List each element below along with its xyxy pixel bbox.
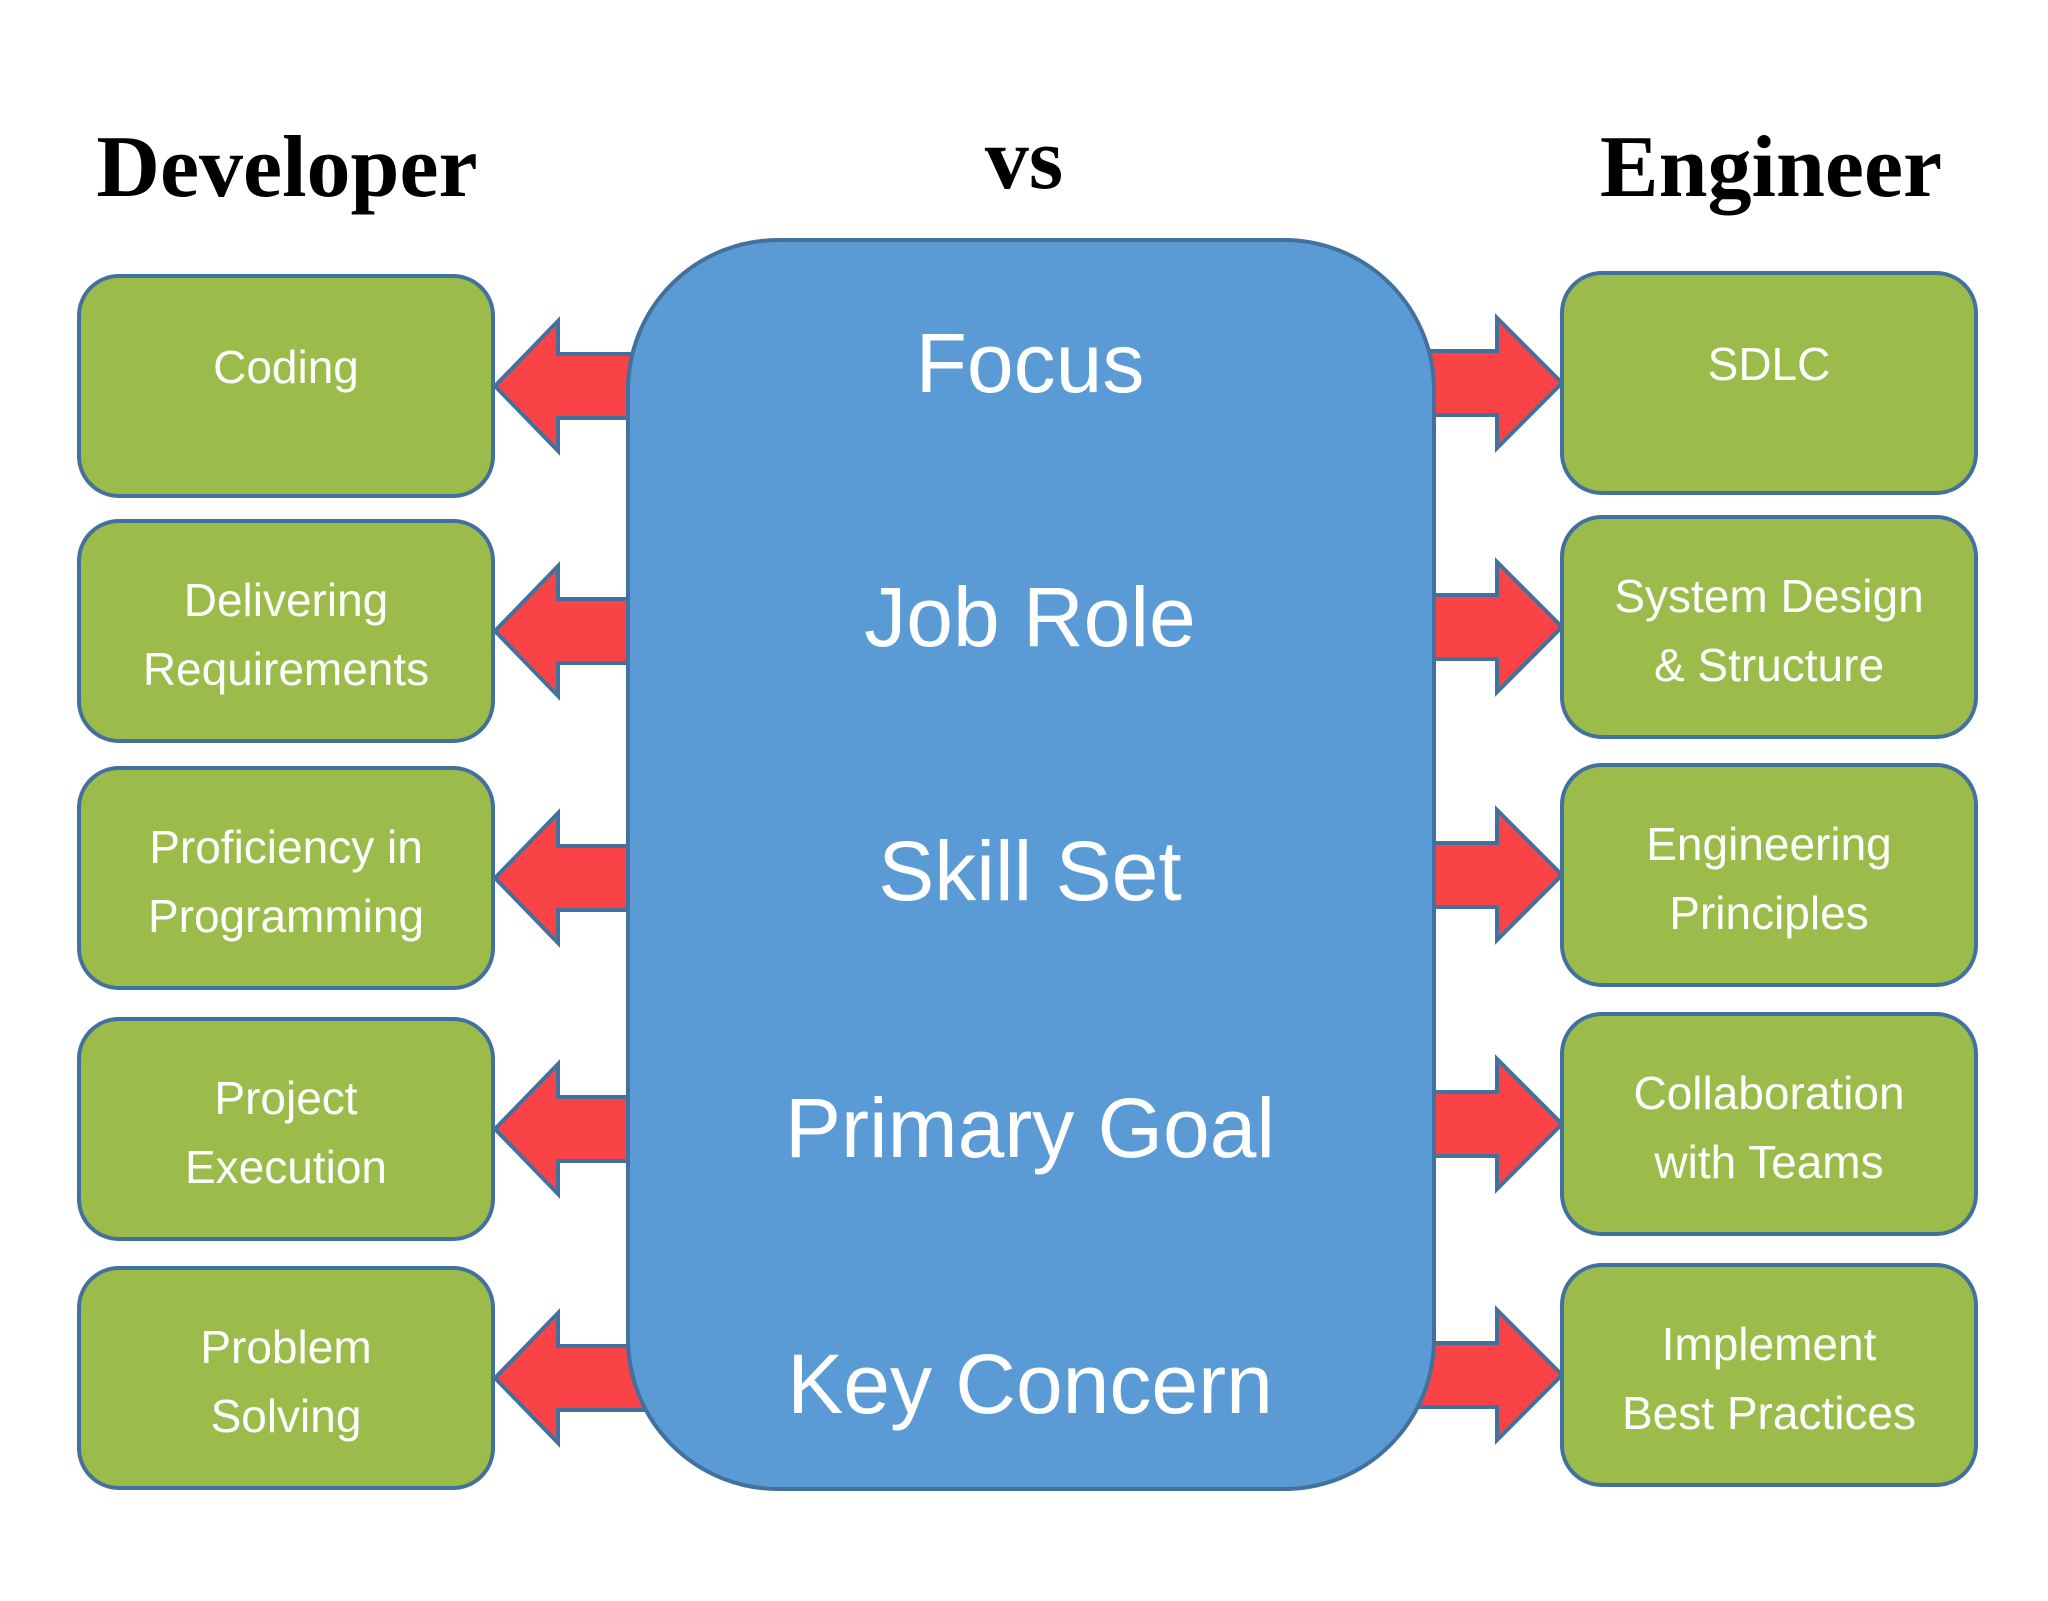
engineer-box-label: Best Practices [1622,1387,1916,1439]
developer-box [77,1266,495,1490]
arrow-right-icon [1413,1054,1565,1194]
developer-box [77,519,495,743]
title-engineer: Engineer [1600,119,1942,216]
developer-box-label: Execution [185,1141,387,1193]
engineer-box [1560,271,1978,495]
title-vs: vs [985,111,1063,208]
developer-box-label: Problem [200,1321,371,1373]
developer-box-label: Requirements [143,643,429,695]
category-label: Job Role [864,570,1196,664]
title-developer: Developer [96,119,477,216]
arrow-right-icon [1413,805,1565,945]
engineer-box-label: Engineering [1646,818,1892,870]
engineer-box-label: Principles [1669,887,1868,939]
developer-box [77,274,495,498]
engineer-box-label: & Structure [1654,639,1884,691]
category-label: Skill Set [878,824,1181,918]
developer-box-label: Project [214,1072,357,1124]
arrow-right-icon [1413,1305,1565,1445]
engineer-box [1560,1012,1978,1236]
engineer-box-label: System Design [1614,570,1923,622]
arrow-right-icon [1413,557,1565,697]
category-label: Focus [916,316,1145,410]
engineer-box [1560,763,1978,987]
arrow-right-icon [1413,313,1565,453]
developer-box-label: Programming [148,890,424,942]
developer-box-label: Proficiency in [149,821,423,873]
developer-box-label: Coding [213,341,359,393]
developer-box [77,1017,495,1241]
engineer-box-label: Collaboration [1633,1067,1904,1119]
engineer-box-label: with Teams [1653,1136,1883,1188]
engineer-box [1560,1263,1978,1487]
category-label: Primary Goal [785,1081,1275,1175]
developer-box-label: Delivering [184,574,389,626]
developer-box [77,766,495,990]
engineer-box [1560,515,1978,739]
developer-box-label: Solving [211,1390,362,1442]
category-label: Key Concern [787,1337,1273,1431]
engineer-box-label: SDLC [1708,338,1831,390]
category-panel [626,238,1436,1491]
engineer-box-label: Implement [1662,1318,1877,1370]
